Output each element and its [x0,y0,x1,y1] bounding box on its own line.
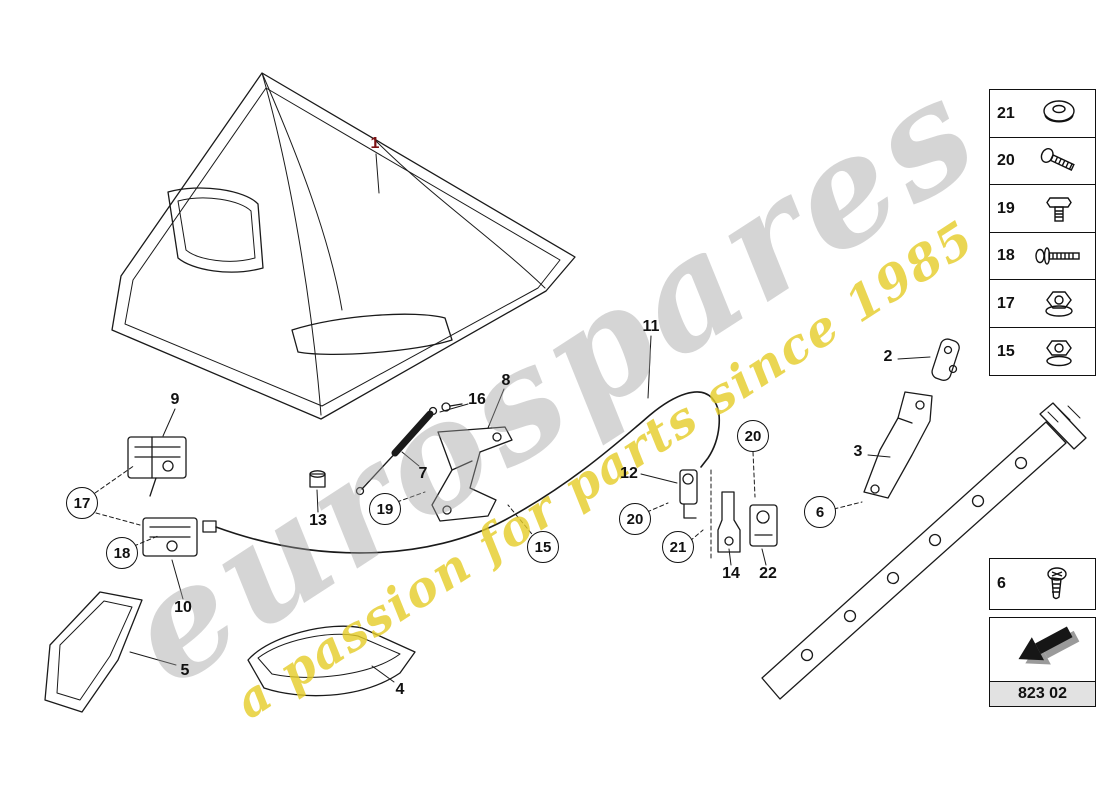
part-label-22[interactable]: 22 [759,565,777,582]
lock-catch-drawing [749,504,778,547]
fastener-legend: 21 20 19 [989,89,1096,377]
legend-number: 20 [997,152,1015,170]
section-code: 823 02 [1018,684,1067,702]
legend-row-15[interactable]: 15 [989,327,1096,377]
gas-strut-drawing [355,402,463,496]
circle-label-20-a[interactable]: 20 [737,420,769,452]
circle-label-17[interactable]: 17 [66,487,98,519]
screw-box-6[interactable]: 6 [989,558,1096,610]
nav-arrow-box[interactable] [989,617,1096,682]
legend-number: 15 [997,342,1015,360]
part-label-8[interactable]: 8 [501,372,511,389]
circle-label-20-b[interactable]: 20 [619,503,651,535]
torx-screw-icon [1022,562,1095,606]
part-label-1[interactable]: 1 [370,135,380,152]
buffer-drawing [309,470,326,488]
legend-row-18[interactable]: 18 [989,231,1096,281]
circle-label-18[interactable]: 18 [106,537,138,569]
nut-washer-icon [1022,332,1095,372]
part-label-14[interactable]: 14 [722,565,740,582]
hex-bolt-icon [1022,189,1095,229]
section-code-plate[interactable]: 823 02 [989,680,1096,707]
legend-number: 19 [997,199,1015,217]
legend-row-20[interactable]: 20 [989,136,1096,186]
circle-label-19[interactable]: 19 [369,493,401,525]
part-label-7[interactable]: 7 [418,465,428,482]
circle-label-6[interactable]: 6 [804,496,836,528]
corner-trim-drawing [44,591,143,713]
screw-box-number: 6 [997,575,1006,592]
air-duct-drawing [247,625,416,697]
lock-upper-drawing [127,436,187,497]
part-label-16[interactable]: 16 [468,391,486,408]
long-screw-icon [1022,236,1095,276]
release-cable-drawing [202,391,721,554]
legend-row-19[interactable]: 19 [989,184,1096,234]
legend-row-21[interactable]: 21 [989,89,1096,138]
hood-drawing [111,72,576,420]
back-arrow-icon [1000,621,1086,678]
part-label-13[interactable]: 13 [309,512,327,529]
bracket-drawing [863,391,933,499]
part-label-3[interactable]: 3 [853,443,863,460]
part-label-5[interactable]: 5 [180,662,190,679]
release-handle-drawing [679,469,698,519]
sill-rail-drawing [761,402,1087,700]
part-label-11[interactable]: 11 [642,318,660,335]
part-label-12[interactable]: 12 [620,465,638,482]
dashed-leader-lines [94,451,863,559]
circle-label-21[interactable]: 21 [662,531,694,563]
grommet-icon [1022,94,1095,134]
striker-drawing [717,491,741,553]
legend-row-17[interactable]: 17 [989,279,1096,329]
small-bracket-drawing [931,338,960,381]
leader-lines [129,153,931,683]
pan-head-screw-icon [1022,141,1095,181]
hinge-drawing [431,426,513,522]
part-label-10[interactable]: 10 [174,599,192,616]
part-label-4[interactable]: 4 [395,681,405,698]
legend-number: 21 [997,104,1015,122]
legend-number: 17 [997,294,1015,312]
circle-label-15[interactable]: 15 [527,531,559,563]
part-label-2[interactable]: 2 [883,348,893,365]
part-label-9[interactable]: 9 [170,391,180,408]
lock-lower-drawing [142,517,198,557]
flange-nut-icon [1022,284,1095,324]
legend-number: 18 [997,247,1015,265]
